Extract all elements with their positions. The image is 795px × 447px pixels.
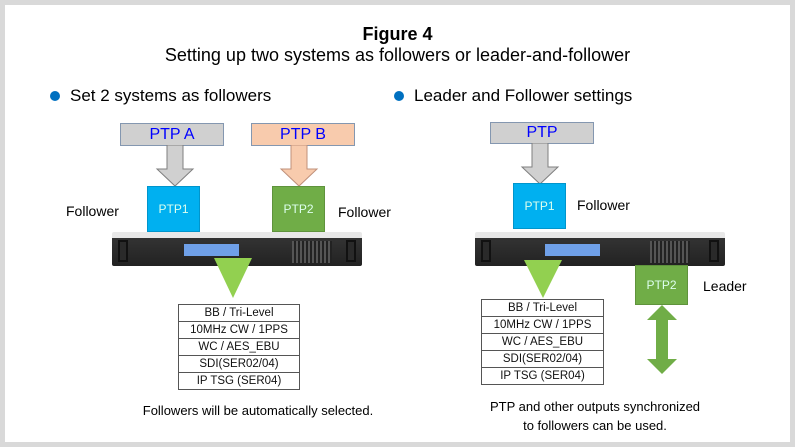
ptp2-port: PTP2 (635, 265, 688, 305)
follower-label: Follower (338, 204, 391, 220)
ptp1-port: PTP1 (147, 186, 200, 232)
arrow-down-icon (279, 145, 319, 187)
output-row: IP TSG (SER04) (481, 367, 604, 385)
arrow-down-icon (155, 145, 195, 187)
figure-title: Figure 4 (362, 24, 433, 44)
bullet-icon (50, 91, 60, 101)
left-heading: Set 2 systems as followers (50, 86, 271, 106)
figure-subtitle: Setting up two systems as followers or l… (164, 45, 631, 65)
right-output-table: BB / Tri-Level 10MHz CW / 1PPS WC / AES_… (481, 299, 604, 385)
double-arrow-icon (647, 305, 677, 374)
output-row: IP TSG (SER04) (178, 372, 300, 390)
follower-label: Follower (577, 197, 630, 213)
ptp2-port: PTP2 (272, 186, 325, 232)
leader-label: Leader (703, 278, 747, 294)
ptp-a-source: PTP A (120, 123, 224, 146)
right-note-line2: to followers can be used. (523, 418, 667, 433)
ptp-b-source: PTP B (251, 123, 355, 146)
right-heading: Leader and Follower settings (394, 86, 632, 106)
output-row: WC / AES_EBU (178, 338, 300, 356)
output-row: SDI(SER02/04) (481, 350, 604, 368)
output-row: WC / AES_EBU (481, 333, 604, 351)
output-row: 10MHz CW / 1PPS (178, 321, 300, 339)
right-note-line1: PTP and other outputs synchronized (489, 399, 701, 414)
output-row: BB / Tri-Level (178, 304, 300, 322)
output-row: BB / Tri-Level (481, 299, 604, 317)
left-output-table: BB / Tri-Level 10MHz CW / 1PPS WC / AES_… (178, 304, 300, 390)
follower-label: Follower (66, 203, 119, 219)
output-row: SDI(SER02/04) (178, 355, 300, 373)
ptp1-port: PTP1 (513, 183, 566, 229)
device-image (475, 232, 725, 266)
bullet-icon (394, 91, 404, 101)
arrow-down-icon (520, 143, 560, 185)
left-heading-text: Set 2 systems as followers (70, 86, 272, 105)
right-heading-text: Leader and Follower settings (414, 86, 633, 105)
triangle-down-icon (524, 260, 562, 298)
ptp-source: PTP (490, 122, 594, 144)
output-row: 10MHz CW / 1PPS (481, 316, 604, 334)
left-note: Followers will be automatically selected… (142, 403, 374, 418)
slide-frame (5, 5, 790, 442)
triangle-down-icon (214, 258, 252, 298)
